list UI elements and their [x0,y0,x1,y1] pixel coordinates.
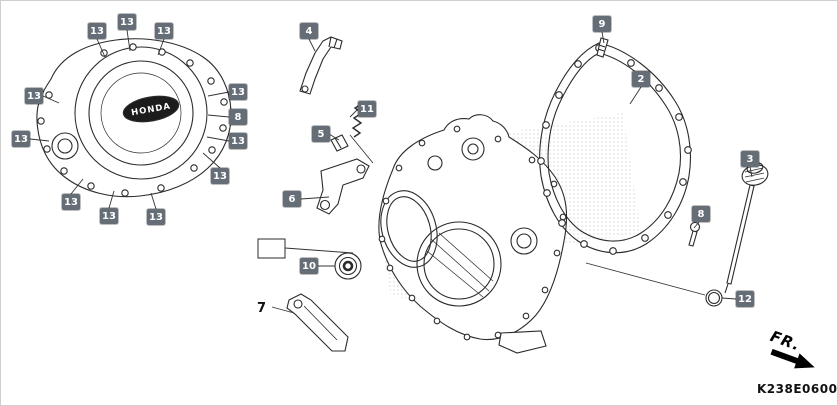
part-callout-13[interactable]: 13 [100,208,118,224]
part-callout-13[interactable]: 13 [62,194,80,210]
part-callout-5[interactable]: 5 [312,126,330,142]
part-callout-13[interactable]: 13 [88,23,106,39]
part-callout-13[interactable]: 13 [25,88,43,104]
bracket-7-drawing [286,293,349,352]
part-callout-3[interactable]: 3 [741,151,759,167]
part-callout-13[interactable]: 13 [118,14,136,30]
leader-lines [29,29,753,314]
front-direction-indicator: FR. [763,327,823,375]
part-callout-13[interactable]: 13 [147,209,165,225]
bracket-6-drawing [316,158,370,215]
reference-box [257,238,286,259]
bolt-8-drawing [688,221,701,247]
pin-5-drawing [330,134,374,164]
bolt-9-drawing [596,37,609,58]
part-callout-4[interactable]: 4 [300,23,318,39]
part-callout-8[interactable]: 8 [692,206,710,222]
left-cover-drawing: HONDA [36,38,232,198]
part-callout-13[interactable]: 13 [229,84,247,100]
part-callout-2[interactable]: 2 [632,71,650,87]
part-callout-8[interactable]: 8 [229,109,247,125]
spring-11-drawing [351,102,364,138]
lever-4-drawing [299,36,343,95]
part-callout-11[interactable]: 11 [358,101,376,117]
part-callout-13[interactable]: 13 [12,131,30,147]
part-callout-13[interactable]: 13 [229,133,247,149]
right-crankcase-cover-drawing [378,114,568,354]
gasket-drawing [537,42,692,255]
part-callout-13[interactable]: 13 [211,168,229,184]
part-callout-12[interactable]: 12 [736,291,754,307]
part-callout-13[interactable]: 13 [155,23,173,39]
part-callout-7[interactable]: 7 [257,301,267,316]
part-callout-9[interactable]: 9 [593,16,611,32]
front-direction-arrow-icon [770,348,815,369]
dipstick-drawing [705,162,769,307]
part-callout-10[interactable]: 10 [300,258,318,274]
part-callout-6[interactable]: 6 [283,191,301,207]
diagram-code: K238E0600 [757,382,838,396]
bearing-10-drawing [334,252,362,280]
